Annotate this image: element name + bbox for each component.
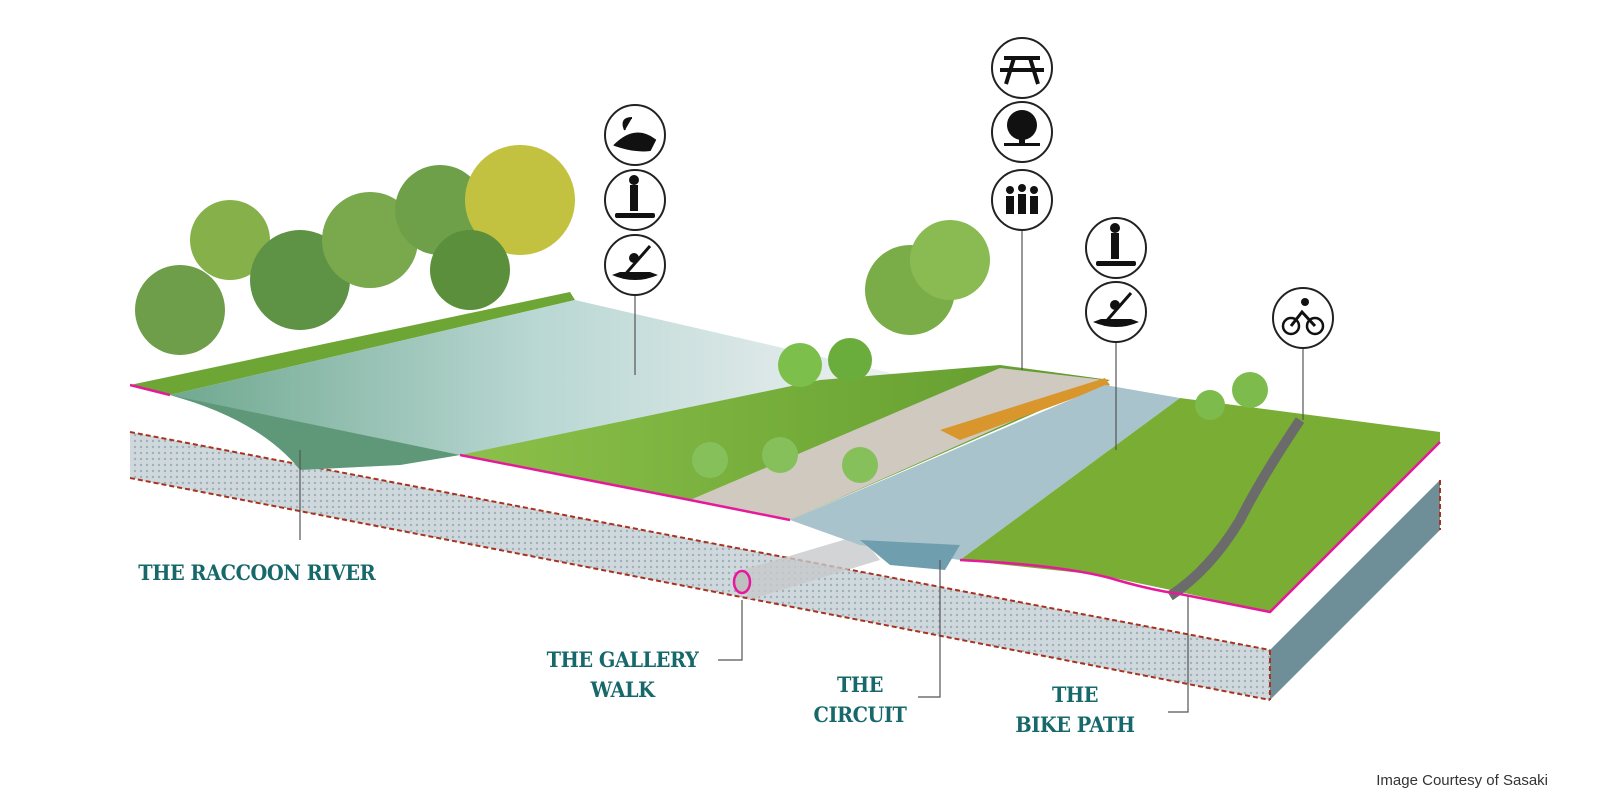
raccoon-river-water (170, 300, 900, 465)
soil-bottom-dash (129, 477, 1271, 701)
bike-path-grassland (960, 398, 1440, 612)
bicycle-icon (1272, 287, 1334, 349)
paddleboard-icon (604, 169, 666, 231)
kayak-icon (1085, 281, 1147, 343)
gallery-promenade (690, 368, 1105, 520)
label-circuit: THE CIRCUIT (805, 670, 915, 730)
tree-bank (130, 292, 575, 395)
promenade-boardwalk (940, 378, 1110, 440)
fishing-icon (604, 104, 666, 166)
gallery-walk-tunnel (742, 535, 880, 600)
picnic-table-icon (991, 37, 1053, 99)
tree-icon (991, 101, 1053, 163)
circuit-channel (790, 385, 1180, 560)
trees (135, 145, 1268, 483)
label-gallery-walk: THE GALLERY WALK (533, 645, 712, 705)
circuit-section (860, 540, 960, 570)
label-raccoon-river: THE RACCOON RIVER (138, 560, 376, 585)
image-credit: Image Courtesy of Sasaki (1376, 772, 1548, 789)
paddleboard-icon (1085, 217, 1147, 279)
ground-line (129, 383, 1441, 614)
label-circuit-line2: CIRCUIT (813, 702, 907, 727)
gallery-walk-opening (732, 569, 752, 595)
label-gallery-walk-line2: WALK (590, 677, 655, 702)
label-bike-path-line2: BIKE PATH (1015, 712, 1135, 737)
label-bike-path: THE BIKE PATH (1006, 680, 1144, 740)
label-bike-path-line1: THE (1052, 682, 1098, 707)
label-circuit-line1: THE (837, 672, 883, 697)
raccoon-river-bed (170, 395, 460, 470)
label-gallery-walk-line1: THE GALLERY (546, 647, 699, 672)
gathering-icon (991, 169, 1053, 231)
soil-layer-side (1270, 480, 1440, 700)
kayak-icon (604, 234, 666, 296)
bike-path (1167, 417, 1305, 601)
soil-layer-front (130, 432, 1270, 700)
leader-lines (299, 230, 1304, 713)
